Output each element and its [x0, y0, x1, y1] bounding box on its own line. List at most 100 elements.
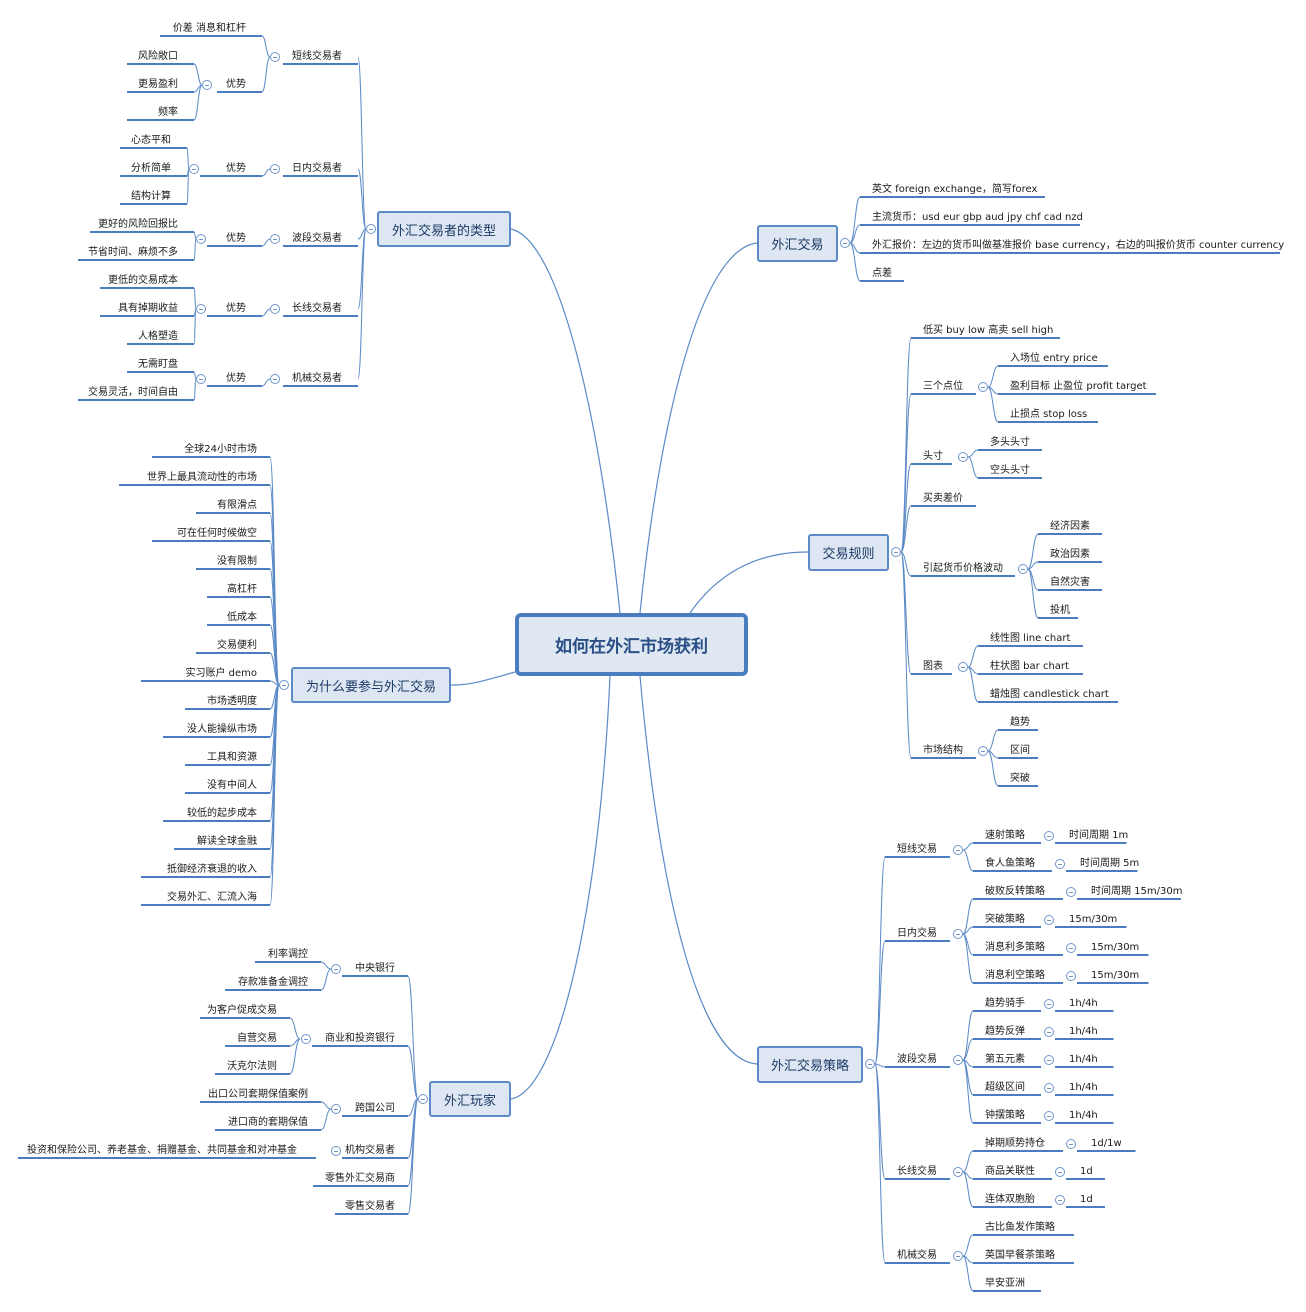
- node-timeframe[interactable]: 1d: [1080, 1194, 1093, 1205]
- node-fx-item[interactable]: 点差: [872, 268, 892, 279]
- collapse-toggle-icon[interactable]: [1044, 1055, 1054, 1065]
- node-timeframe[interactable]: 1d: [1080, 1166, 1093, 1177]
- collapse-toggle-icon[interactable]: [1055, 1167, 1065, 1177]
- node-long-trader[interactable]: 长线交易者: [292, 303, 342, 314]
- node-rule-item[interactable]: 趋势: [1010, 717, 1030, 728]
- collapse-toggle-icon[interactable]: [270, 164, 280, 174]
- node-strategy[interactable]: 破败反转策略: [985, 886, 1045, 897]
- collapse-toggle-icon[interactable]: [418, 1094, 428, 1104]
- node-advantage-item[interactable]: 风险敞口: [138, 51, 178, 62]
- node-player[interactable]: 机构交易者: [345, 1145, 395, 1156]
- node-rule-item[interactable]: 自然灾害: [1050, 577, 1090, 588]
- collapse-toggle-icon[interactable]: [331, 1104, 341, 1114]
- node-why-item[interactable]: 抵御经济衰退的收入: [167, 864, 257, 875]
- node-timeframe[interactable]: 1h/4h: [1069, 1054, 1098, 1065]
- node-advantage-item[interactable]: 具有掉期收益: [118, 303, 178, 314]
- node-why-item[interactable]: 较低的起步成本: [187, 808, 257, 819]
- collapse-toggle-icon[interactable]: [953, 1055, 963, 1065]
- node-why-item[interactable]: 世界上最具流动性的市场: [147, 472, 257, 483]
- node-rule[interactable]: 市场结构: [923, 745, 963, 756]
- collapse-toggle-icon[interactable]: [270, 304, 280, 314]
- node-why-item[interactable]: 实习账户 demo: [185, 668, 257, 679]
- collapse-toggle-icon[interactable]: [270, 234, 280, 244]
- collapse-toggle-icon[interactable]: [1044, 999, 1054, 1009]
- node-rule-item[interactable]: 盈利目标 止盈位 profit target: [1010, 381, 1147, 392]
- collapse-toggle-icon[interactable]: [953, 1167, 963, 1177]
- node-why-item[interactable]: 解读全球金融: [197, 836, 257, 847]
- collapse-toggle-icon[interactable]: [196, 374, 206, 384]
- node-advantage-item[interactable]: 交易灵活，时间自由: [88, 387, 178, 398]
- node-why-item[interactable]: 没有中间人: [207, 780, 257, 791]
- node-fx-item[interactable]: 英文 foreign exchange，简写forex: [872, 184, 1038, 195]
- node-rule[interactable]: 图表: [923, 661, 943, 672]
- node-timeframe[interactable]: 时间周期 1m: [1069, 830, 1129, 841]
- collapse-toggle-icon[interactable]: [301, 1034, 311, 1044]
- node-advantage[interactable]: 优势: [226, 79, 246, 90]
- collapse-toggle-icon[interactable]: [331, 1146, 341, 1156]
- node-advantage-item[interactable]: 更好的风险回报比: [98, 219, 178, 230]
- node-advantage-item[interactable]: 无需盯盘: [138, 359, 178, 370]
- collapse-toggle-icon[interactable]: [891, 547, 901, 557]
- collapse-toggle-icon[interactable]: [1044, 831, 1054, 841]
- node-player[interactable]: 零售外汇交易商: [325, 1173, 395, 1184]
- collapse-toggle-icon[interactable]: [953, 845, 963, 855]
- node-player-item[interactable]: 沃克尔法则: [227, 1061, 277, 1072]
- node-rule[interactable]: 买卖差价: [923, 493, 963, 504]
- topic-forex-players[interactable]: 外汇玩家: [429, 1081, 511, 1117]
- collapse-toggle-icon[interactable]: [953, 1251, 963, 1261]
- collapse-toggle-icon[interactable]: [331, 964, 341, 974]
- node-short-item[interactable]: 价差 消息和杠杆: [172, 23, 246, 34]
- node-why-item[interactable]: 全球24小时市场: [184, 444, 257, 455]
- node-rule-item[interactable]: 区间: [1010, 745, 1030, 756]
- node-advantage[interactable]: 优势: [226, 163, 246, 174]
- node-advantage-item[interactable]: 结构计算: [131, 191, 171, 202]
- node-advantage[interactable]: 优势: [226, 233, 246, 244]
- node-player-item[interactable]: 存款准备金调控: [238, 977, 308, 988]
- node-why-item[interactable]: 可在任何时候做空: [177, 528, 257, 539]
- node-timeframe[interactable]: 1d/1w: [1091, 1138, 1122, 1149]
- node-intraday-trader[interactable]: 日内交易者: [292, 163, 342, 174]
- node-advantage[interactable]: 优势: [226, 303, 246, 314]
- node-strategy-group[interactable]: 机械交易: [897, 1250, 937, 1261]
- node-timeframe[interactable]: 1h/4h: [1069, 1110, 1098, 1121]
- node-strategy[interactable]: 消息利多策略: [985, 942, 1045, 953]
- collapse-toggle-icon[interactable]: [1044, 1083, 1054, 1093]
- collapse-toggle-icon[interactable]: [189, 164, 199, 174]
- node-strategy[interactable]: 趋势反弹: [985, 1026, 1025, 1037]
- node-strategy-group[interactable]: 日内交易: [897, 928, 937, 939]
- node-timeframe[interactable]: 1h/4h: [1069, 998, 1098, 1009]
- node-timeframe[interactable]: 15m/30m: [1091, 942, 1140, 953]
- collapse-toggle-icon[interactable]: [1044, 1111, 1054, 1121]
- node-timeframe[interactable]: 15m/30m: [1069, 914, 1118, 925]
- collapse-toggle-icon[interactable]: [1066, 887, 1076, 897]
- node-strategy[interactable]: 趋势骑手: [985, 998, 1025, 1009]
- node-rule[interactable]: 引起货币价格波动: [923, 563, 1003, 574]
- node-fx-item[interactable]: 主流货币：usd eur gbp aud jpy chf cad nzd: [872, 212, 1083, 223]
- node-rule-item[interactable]: 政治因素: [1050, 549, 1090, 560]
- node-advantage-item[interactable]: 心态平和: [131, 135, 171, 146]
- node-rule[interactable]: 低买 buy low 高卖 sell high: [923, 325, 1054, 336]
- node-player-item[interactable]: 出口公司套期保值案例: [208, 1089, 308, 1100]
- node-fx-item[interactable]: 外汇报价：左边的货币叫做基准报价 base currency，右边的叫报价货币 …: [872, 240, 1285, 251]
- topic-trader-types[interactable]: 外汇交易者的类型: [377, 211, 511, 247]
- node-advantage-item[interactable]: 更低的交易成本: [108, 275, 178, 286]
- collapse-toggle-icon[interactable]: [1018, 564, 1028, 574]
- topic-trading-rules[interactable]: 交易规则: [808, 534, 889, 571]
- node-player[interactable]: 中央银行: [355, 963, 395, 974]
- node-rule-item[interactable]: 线性图 line chart: [990, 633, 1071, 644]
- node-why-item[interactable]: 高杠杆: [227, 584, 257, 595]
- node-advantage-item[interactable]: 人格塑造: [138, 331, 178, 342]
- node-rule-item[interactable]: 投机: [1050, 605, 1070, 616]
- node-advantage-item[interactable]: 分析简单: [131, 163, 171, 174]
- collapse-toggle-icon[interactable]: [958, 662, 968, 672]
- root-topic[interactable]: 如何在外汇市场获利: [515, 613, 748, 676]
- node-strategy-group[interactable]: 短线交易: [897, 844, 937, 855]
- topic-forex-strategy[interactable]: 外汇交易策略: [757, 1046, 863, 1083]
- node-strategy-group[interactable]: 波段交易: [897, 1054, 937, 1065]
- collapse-toggle-icon[interactable]: [196, 304, 206, 314]
- node-why-item[interactable]: 没人能操纵市场: [187, 724, 257, 735]
- node-player-item[interactable]: 自营交易: [237, 1033, 277, 1044]
- node-mech-trader[interactable]: 机械交易者: [292, 373, 342, 384]
- collapse-toggle-icon[interactable]: [865, 1059, 875, 1069]
- collapse-toggle-icon[interactable]: [958, 452, 968, 462]
